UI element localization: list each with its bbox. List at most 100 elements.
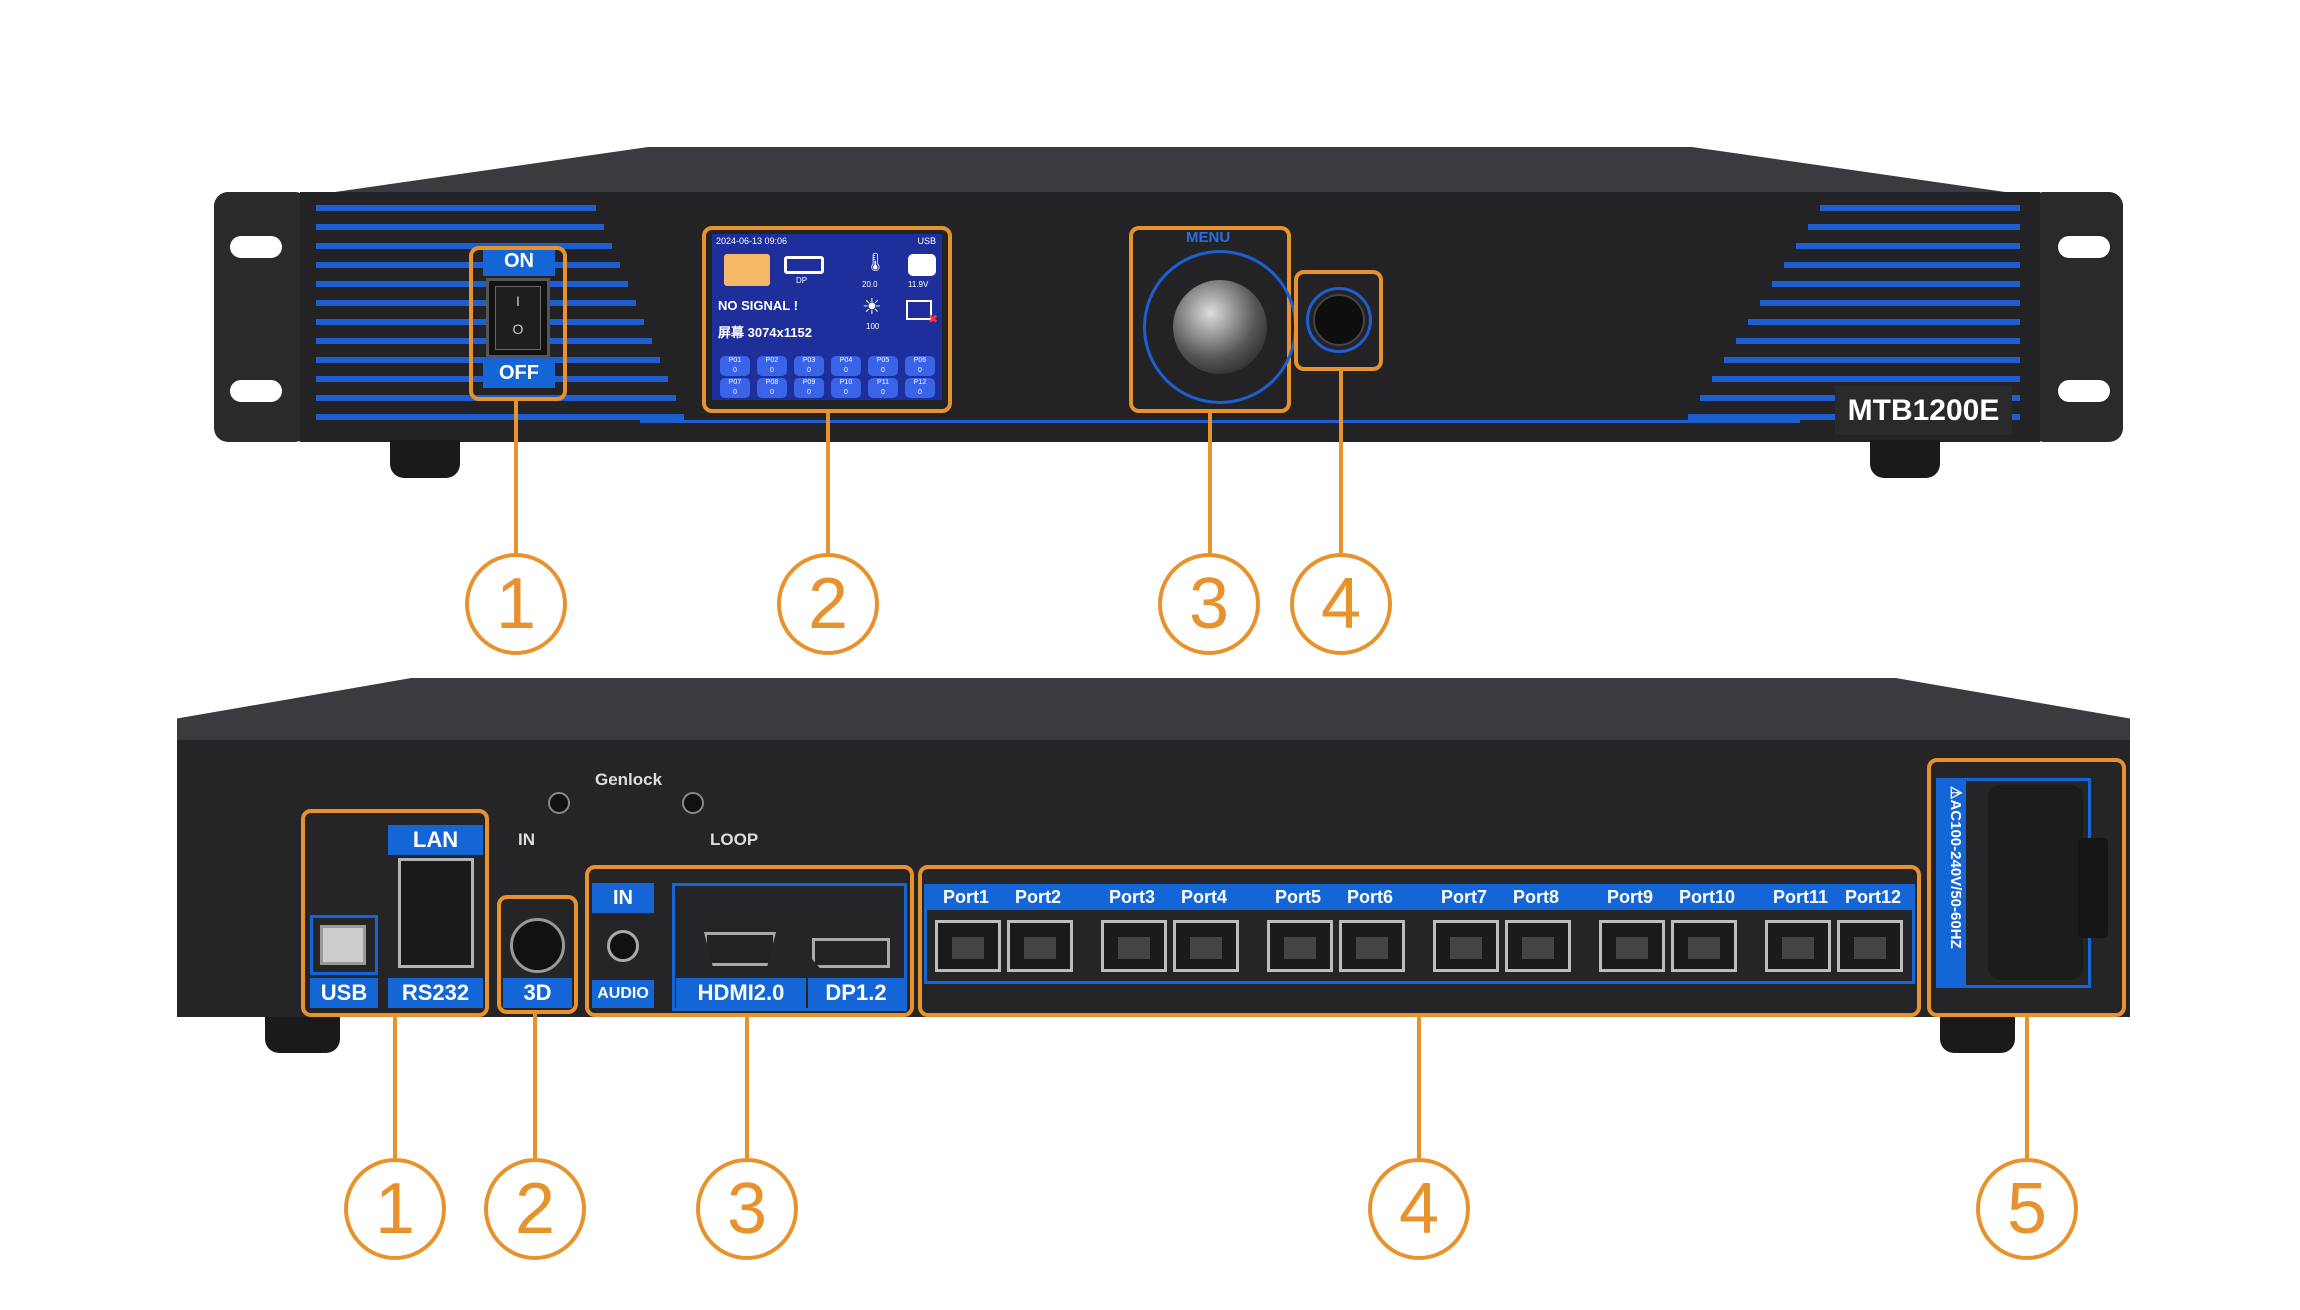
vent-stripe	[1748, 319, 2020, 325]
lcd-brightness: 100	[866, 322, 880, 331]
callout-4-rear: 4	[1368, 1158, 1470, 1260]
vent-stripe	[1820, 205, 2020, 211]
callout-box-button	[1294, 270, 1383, 371]
vent-stripe	[1712, 376, 2020, 382]
dp-port[interactable]	[812, 938, 890, 968]
output-port-10[interactable]	[1671, 920, 1737, 972]
audio-in-label: IN	[592, 883, 654, 913]
callout-1-front: 1	[465, 553, 567, 655]
switch-off-label: OFF	[483, 362, 555, 388]
output-port-4[interactable]	[1173, 920, 1239, 972]
callout-box-power-switch	[469, 246, 567, 401]
callout-4-front: 4	[1290, 553, 1392, 655]
callout-box-output-ports	[918, 865, 1921, 1017]
3d-sync-port[interactable]	[510, 918, 565, 973]
output-port-label: Port10	[1679, 887, 1736, 907]
model-label: MTB1200E	[1835, 386, 2012, 435]
hdmi-input-icon	[724, 254, 770, 286]
vent-stripe	[316, 224, 604, 230]
3d-label: 3D	[503, 978, 572, 1008]
esc-button[interactable]	[1313, 294, 1365, 346]
vent-stripe	[1736, 338, 2020, 344]
output-port-6[interactable]	[1339, 920, 1405, 972]
audio-jack[interactable]	[607, 930, 639, 962]
usb-port[interactable]	[320, 925, 366, 965]
hdmi-label: HDMI2.0	[676, 978, 806, 1008]
output-port-1[interactable]	[935, 920, 1001, 972]
lcd-status: NO SIGNAL !	[718, 298, 798, 313]
lcd-resolution: 屏幕 3074x1152	[718, 325, 812, 340]
vent-stripe	[1760, 300, 2020, 306]
output-port-8[interactable]	[1505, 920, 1571, 972]
output-port-7[interactable]	[1433, 920, 1499, 972]
output-port-2[interactable]	[1007, 920, 1073, 972]
vent-stripe	[316, 319, 644, 325]
audio-label: AUDIO	[592, 980, 654, 1008]
power-socket-latch[interactable]	[2078, 838, 2108, 938]
genlock-loop-port[interactable]	[682, 792, 704, 814]
lan-label: LAN	[388, 825, 483, 855]
callout-3-rear: 3	[696, 1158, 798, 1260]
voltage-gauge-icon	[908, 254, 936, 276]
output-port-label: Port3	[1109, 887, 1156, 907]
callout-2-rear: 2	[484, 1158, 586, 1260]
power-socket[interactable]	[1988, 785, 2083, 980]
vent-stripe	[1772, 281, 2020, 287]
rs232-label: RS232	[388, 978, 483, 1008]
output-port-label: Port9	[1607, 887, 1654, 907]
rack-ear-right	[2030, 192, 2123, 442]
menu-knob[interactable]	[1173, 280, 1267, 374]
rack-ear-left	[214, 192, 309, 442]
output-port-9[interactable]	[1599, 920, 1665, 972]
vent-stripe	[1784, 262, 2020, 268]
callout-box-usb-lan	[301, 809, 489, 1017]
genlock-in-port[interactable]	[548, 792, 570, 814]
lan-rs232-ports[interactable]	[398, 858, 474, 968]
vent-stripe	[316, 262, 620, 268]
output-port-label: Port6	[1347, 887, 1394, 907]
callout-box-lcd	[702, 226, 952, 413]
vent-stripe	[1796, 243, 2020, 249]
lcd-usb: USB	[917, 236, 936, 246]
genlock-label: Genlock	[595, 770, 663, 789]
lcd-screen: 2024-06-13 09:06 USB DP NO SIGNAL ! 屏幕 3…	[712, 234, 942, 400]
usb-label: USB	[310, 978, 378, 1008]
brightness-icon: ☀	[862, 294, 882, 319]
dp-input-icon	[784, 256, 824, 274]
output-port-label: Port11	[1773, 887, 1829, 907]
output-port-5[interactable]	[1267, 920, 1333, 972]
output-port-label: Port5	[1275, 887, 1322, 907]
output-port-12[interactable]	[1837, 920, 1903, 972]
display-error-icon: ✖	[906, 300, 938, 326]
output-port-3[interactable]	[1101, 920, 1167, 972]
thermometer-icon: 🌡	[864, 252, 887, 272]
lcd-datetime: 2024-06-13 09:06	[716, 236, 788, 246]
output-port-label: Port2	[1015, 887, 1062, 907]
callout-3-front: 3	[1158, 553, 1260, 655]
output-port-label: Port12	[1845, 887, 1902, 907]
vent-stripe	[1724, 357, 2020, 363]
output-port-11[interactable]	[1765, 920, 1831, 972]
vent-stripe	[316, 357, 660, 363]
output-port-label: Port8	[1513, 887, 1560, 907]
hdmi-port[interactable]	[704, 932, 776, 966]
dp-label: DP1.2	[808, 978, 904, 1008]
callout-box-3d	[497, 895, 578, 1014]
vent-stripe	[316, 243, 612, 249]
vent-stripe	[316, 205, 596, 211]
genlock-loop-label: LOOP	[710, 830, 759, 849]
genlock-in-label: IN	[518, 830, 535, 849]
